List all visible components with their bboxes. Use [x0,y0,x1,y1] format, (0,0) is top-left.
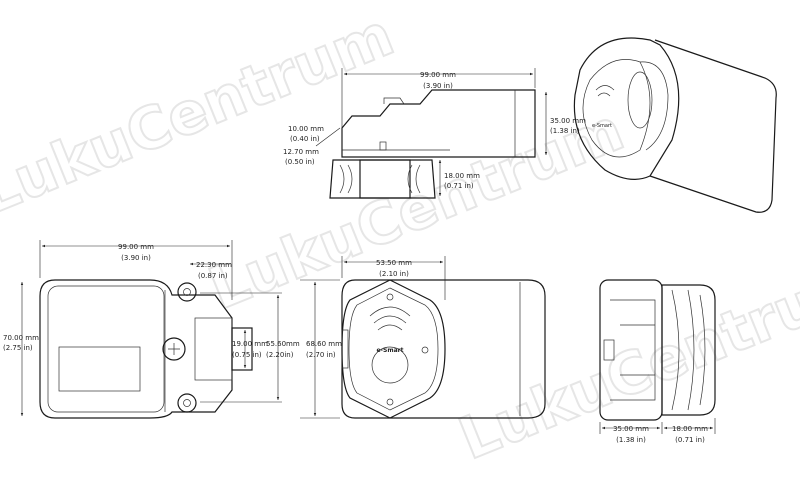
drawing-line [595,85,615,97]
drawing-line [315,127,341,147]
dimension-label: e-Smart [376,347,403,354]
dimension-label: (3.90 in) [121,254,151,262]
dimension-label: 19.00 mm [232,340,268,348]
dimension-label: (2.75 in) [3,344,33,352]
dimension-label: (1.38 in) [616,436,646,444]
drawing-line [341,279,546,419]
drawing-line [371,346,409,384]
drawing-line [183,399,191,407]
drawing-line [639,61,669,151]
dimension-label: (2.70 in) [306,351,336,359]
dimension-label: 53.50 mm [376,259,412,267]
drawing-line [177,393,197,413]
drawing-line [421,346,429,354]
dimension-label: (0.71 in) [675,436,705,444]
drawing-line [341,89,536,158]
drawing-line [348,287,439,411]
dimension-label: 18.00 mm [444,172,480,180]
end-view: 35.00 mm (1.38 in) 18.00 mm (0.71 in) [599,279,716,444]
dimension-label: 22.30 mm [196,261,232,269]
top-view: e-Smart 53.50 mm (2.10 in) 68.60 mm (2.7… [300,256,546,419]
isometric-view: e-Smart [573,37,777,213]
dimension-label: (1.38 in) [550,127,580,135]
dimension-label: 99.00 mm [420,71,456,79]
drawing-line [603,339,615,361]
drawing-line [582,59,651,158]
drawing-line [168,343,180,355]
dimension-label: 99.00 mm [118,243,154,251]
drawing-line [183,288,191,296]
drawing-line [39,279,233,419]
drawing-line [386,398,394,406]
side-view: 99.00 mm (3.90 in) 35.00 mm (1.38 in) 10… [283,68,586,199]
drawing-line [359,159,411,199]
dimension-label: 35.00 mm [613,425,649,433]
dimension-label: (0.71 in) [444,182,474,190]
dimension-label: e-Smart [592,123,612,129]
drawing-line [47,285,165,413]
dimension-label: 10.00 mm [288,125,324,133]
drawing-line [627,71,653,129]
drawing-line [573,37,680,180]
dimension-label: 55.60mm [266,340,300,348]
drawing-line [649,39,777,213]
front-view: 99.00 mm (3.90 in) 22.30 mm (0.87 in) 70… [3,240,300,419]
drawing-line [369,306,411,331]
dimension-label: 35.00 mm [550,117,586,125]
dimension-label: 12.70 mm [283,148,319,156]
drawing-line [341,279,446,419]
drawing-line [386,293,394,301]
drawing-line [194,317,233,381]
drawing-line [383,97,405,105]
drawing-line [58,346,141,392]
dimension-label: 70.00 mm [3,334,39,342]
drawing-line [671,289,706,411]
drawing-line [162,337,186,361]
dimension-label: (2.20in) [266,351,294,359]
dimension-label: 68.60 mm [306,340,342,348]
dimension-label: (3.90 in) [423,82,453,90]
drawing-line [339,164,421,194]
dimension-label: 18.00 mm [672,425,708,433]
drawing-line [231,327,253,371]
dimension-label: (0.50 in) [285,158,315,166]
dimension-label: (0.87 in) [198,272,228,280]
drawing-line [177,282,197,302]
drawing-line [661,284,716,416]
dimension-label: (2.10 in) [379,270,409,278]
dimension-label: (0.40 in) [290,135,320,143]
dimension-label: (0.75 in) [232,351,262,359]
drawing-line [610,299,656,401]
drawing-line [379,141,387,151]
drawing-line [341,329,349,369]
